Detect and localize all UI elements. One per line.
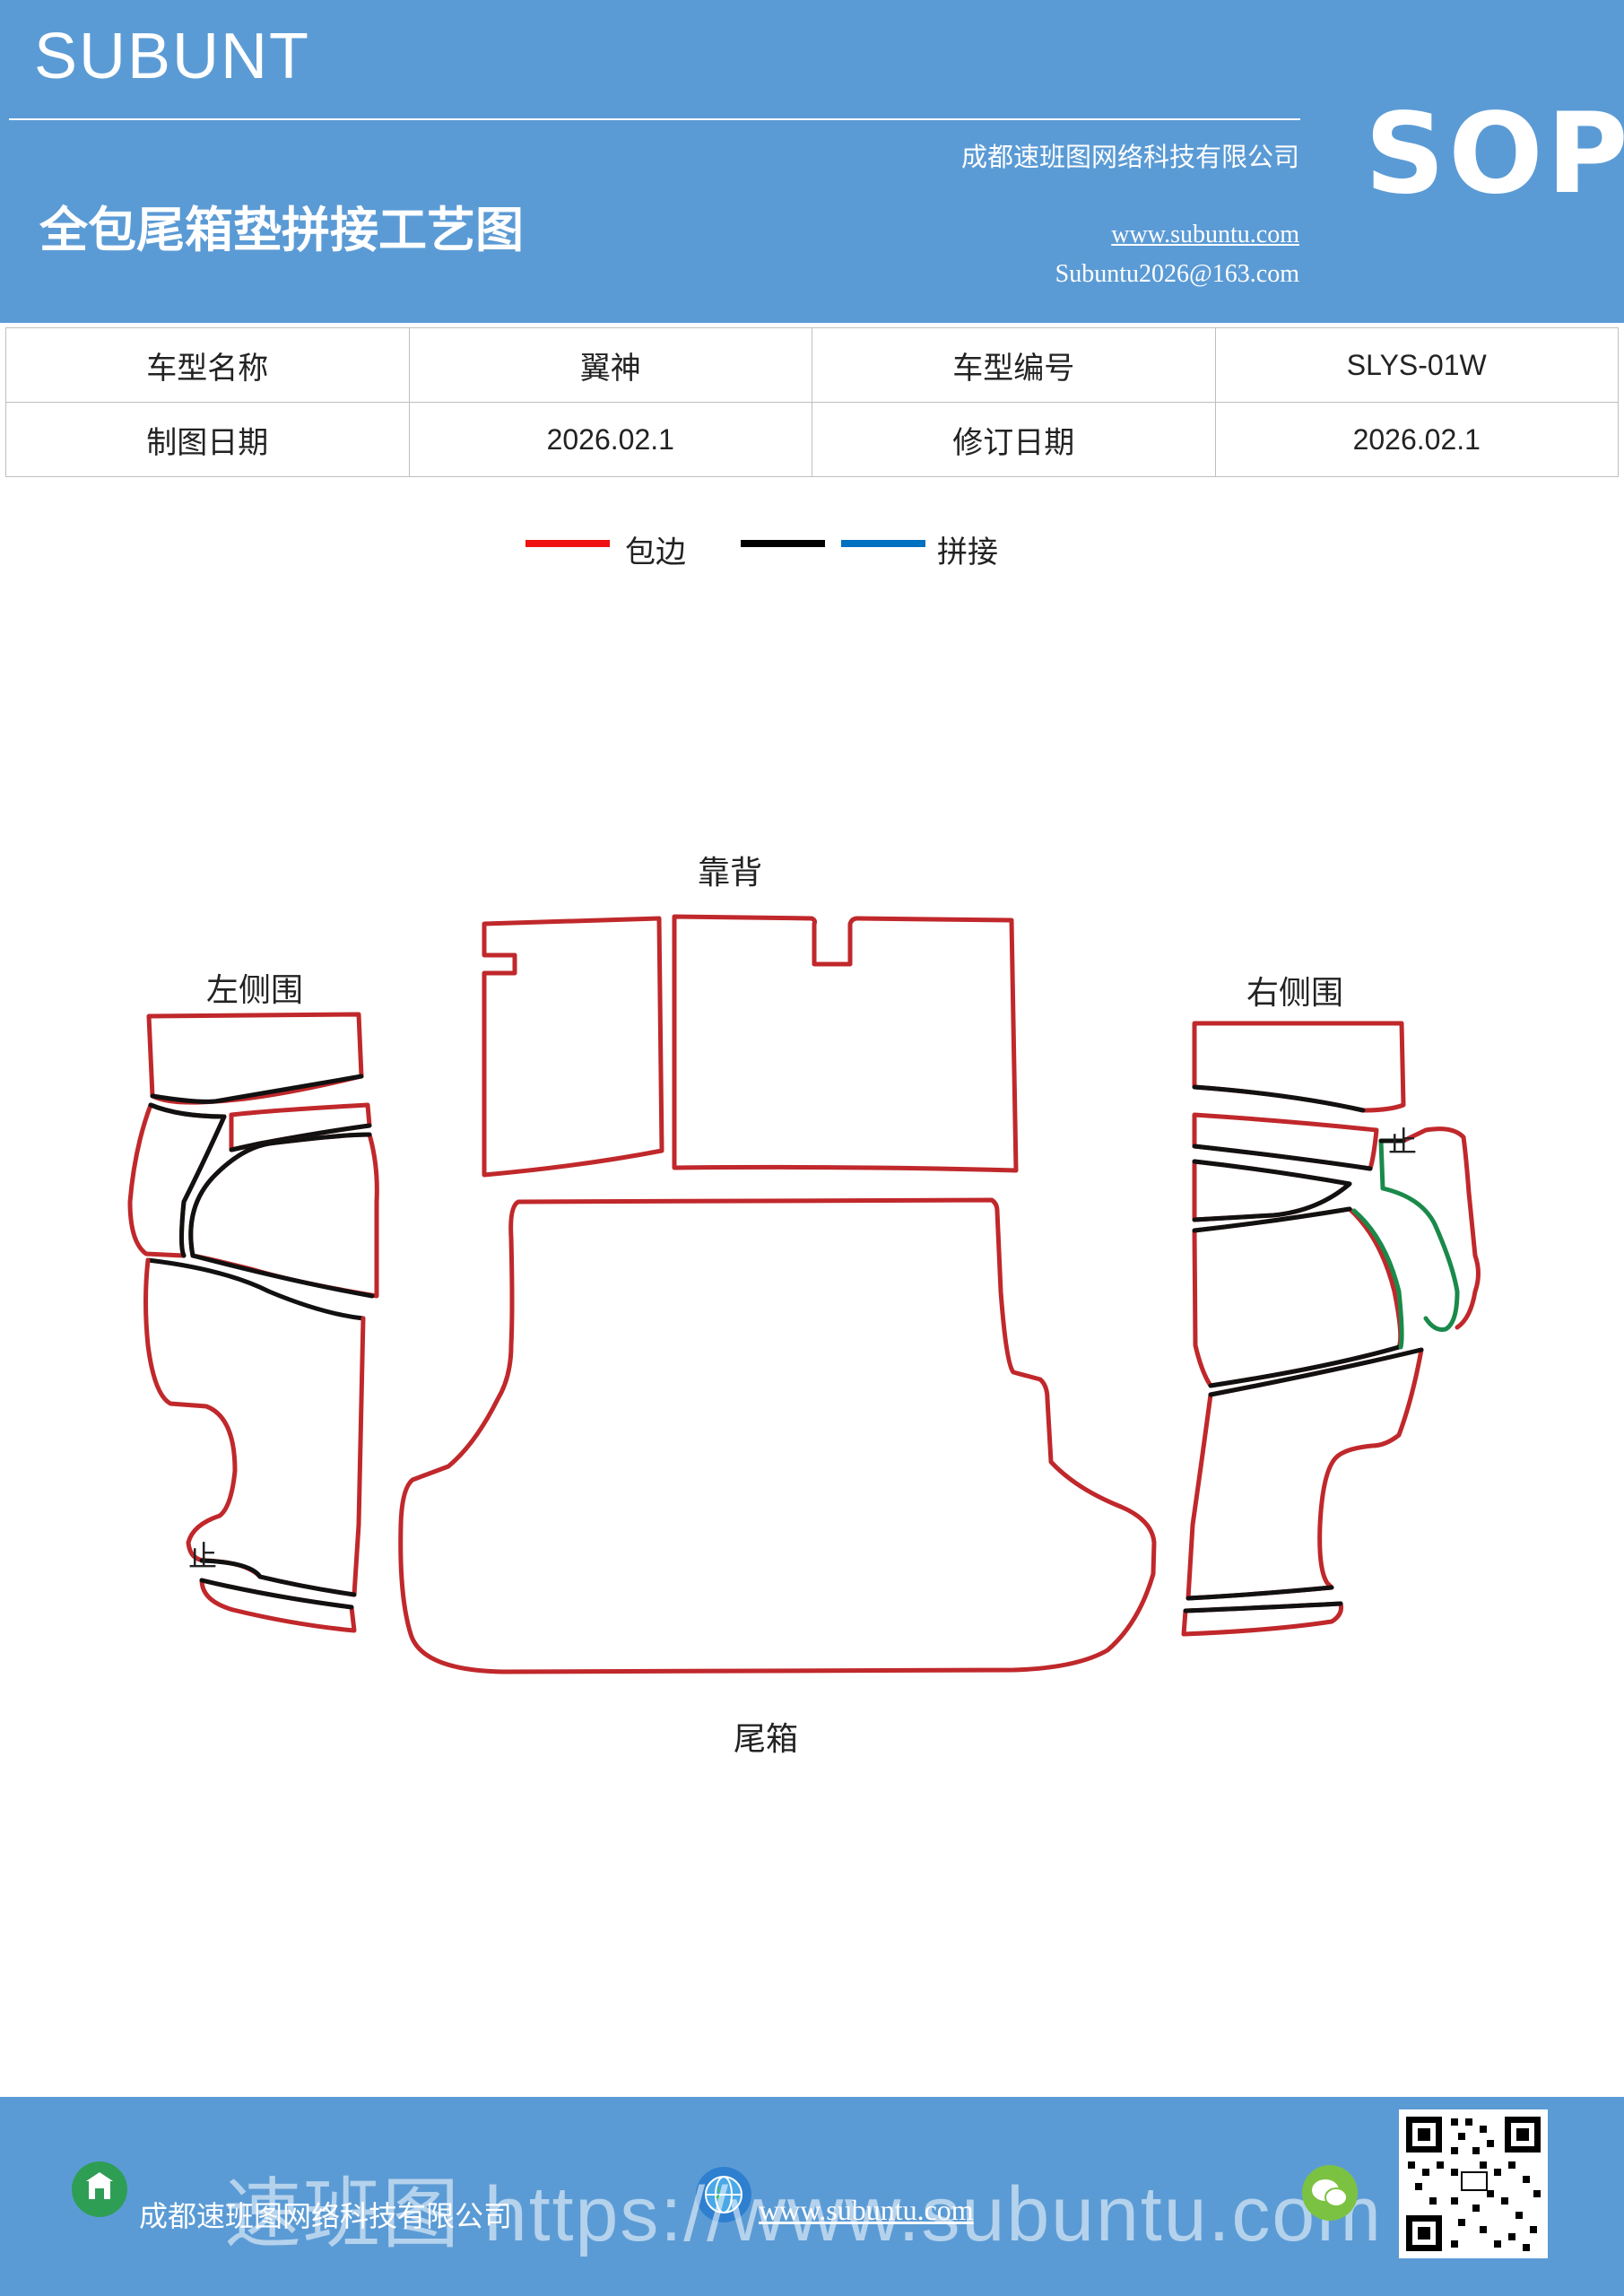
- header-company-name: 成都速班图网络科技有限公司: [960, 142, 1299, 172]
- draw-date-label: 制图日期: [5, 402, 410, 477]
- draw-date-value: 2026.02.1: [408, 402, 812, 477]
- right-side-bottom-seam: [1183, 1601, 1343, 1613]
- legend-swatch-binding: [525, 540, 610, 547]
- right-side-lower-piece: [1185, 1347, 1424, 1601]
- footer-company-name: 成都速班图网络科技有限公司: [139, 2199, 513, 2233]
- right-side-seam-d: [1208, 1344, 1402, 1388]
- table-row: 制图日期 2026.02.1 修订日期 2026.02.1: [5, 402, 1619, 477]
- brand-logo-text: SUBUNT: [34, 21, 311, 92]
- building-icon: [72, 2161, 127, 2217]
- revision-date-value: 2026.02.1: [1214, 402, 1619, 477]
- legend-label-binding: 包边: [625, 535, 686, 570]
- left-side-lower-seam: [199, 1558, 357, 1597]
- trunk-label: 尾箱: [734, 1721, 799, 1758]
- left-side-top-strip: [146, 1012, 364, 1105]
- backrest-left-panel: [482, 916, 664, 1178]
- header-email: Subuntu2026@163.com: [1055, 260, 1299, 288]
- sop-badge: SOP: [1365, 90, 1624, 219]
- legend-label-splice: 拼接: [937, 535, 998, 570]
- left-side-label: 左侧围: [206, 972, 304, 1009]
- right-side-seam-a: [1192, 1144, 1373, 1171]
- right-side-seam-c: [1192, 1206, 1352, 1233]
- left-side-seam-e: [190, 1253, 375, 1299]
- qr-code: [1399, 2109, 1548, 2258]
- backrest-label: 靠背: [698, 855, 763, 891]
- legend-swatch-black: [741, 540, 825, 547]
- left-side-seam-c: [188, 1132, 372, 1258]
- header-divider: [9, 118, 1300, 120]
- right-side-seam-f: [1185, 1585, 1334, 1601]
- right-side-label: 右侧围: [1246, 975, 1344, 1012]
- header-website-link[interactable]: www.subuntu.com: [1111, 221, 1299, 248]
- revision-date-label: 修订日期: [812, 402, 1216, 477]
- stop-mark-right: 止: [1388, 1125, 1418, 1159]
- right-side-seam-e: [1208, 1347, 1424, 1397]
- right-side-wing-edge: [1401, 1126, 1481, 1330]
- footer-website-link[interactable]: www.subuntu.com: [759, 2194, 974, 2226]
- legend-swatch-splice: [841, 540, 925, 547]
- trunk-floor-panel: [398, 1197, 1157, 1674]
- globe-icon: [696, 2167, 751, 2222]
- right-side-top-seam: [1192, 1084, 1366, 1113]
- footer-watermark: 速班图 https://www.subuntu.com: [224, 2171, 1383, 2257]
- backrest-right-panel: [672, 914, 1019, 1173]
- wechat-icon: [1302, 2165, 1358, 2221]
- page-title: 全包尾箱垫拼接工艺图: [39, 201, 524, 258]
- right-side-middle-piece: [1192, 1206, 1403, 1388]
- vehicle-info-table: 车型名称 翼神 车型编号 SLYS-01W 制图日期 2026.02.1 修订日…: [5, 327, 1619, 477]
- left-side-seam-b: [148, 1102, 227, 1258]
- right-side-green-splice: [1351, 1208, 1404, 1350]
- model-code-label: 车型编号: [812, 327, 1216, 403]
- right-side-green-outer: [1378, 1138, 1460, 1332]
- stop-mark-left: 止: [188, 1539, 218, 1573]
- table-row: 车型名称 翼神 车型编号 SLYS-01W: [5, 327, 1619, 403]
- footer-banner: 成都速班图网络科技有限公司 www.subuntu.com 速班图 https:…: [0, 2097, 1624, 2296]
- model-name-label: 车型名称: [5, 327, 410, 403]
- header-banner: SUBUNT 成都速班图网络科技有限公司 全包尾箱垫拼接工艺图 www.subu…: [0, 0, 1624, 323]
- right-side-second-strip: [1192, 1112, 1379, 1171]
- left-side-top-seam: [150, 1074, 364, 1104]
- right-side-seam-b: [1192, 1159, 1352, 1222]
- legend: 包边 拼接: [0, 527, 1624, 572]
- left-side-seam-d: [145, 1257, 366, 1321]
- left-side-bottom-seam: [199, 1578, 354, 1610]
- model-code-value: SLYS-01W: [1214, 327, 1619, 403]
- model-name-value: 翼神: [408, 327, 812, 403]
